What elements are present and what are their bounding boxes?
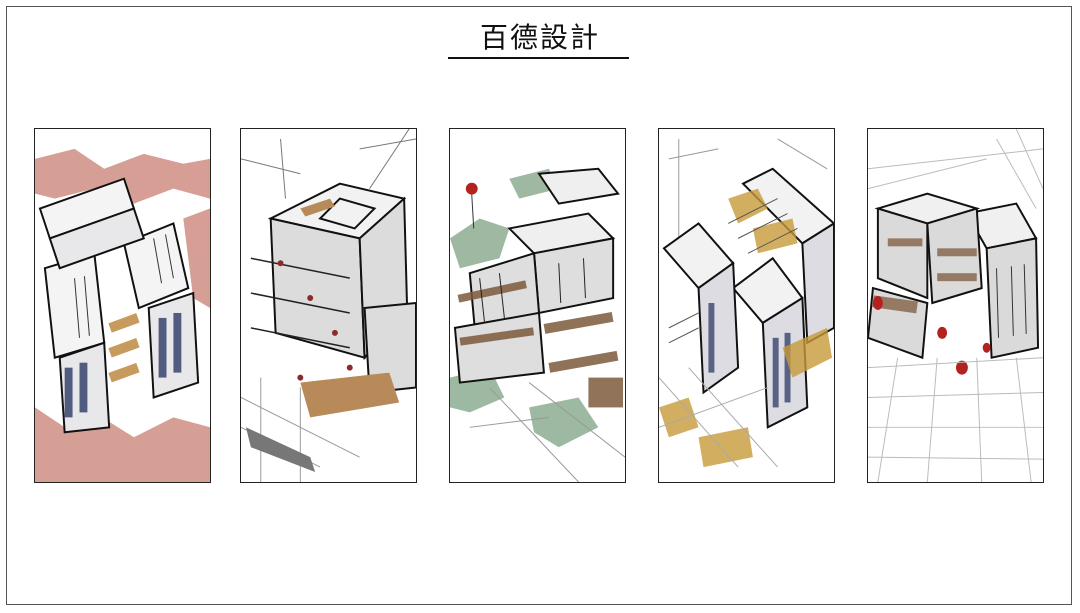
sketch-panel-5	[867, 128, 1044, 483]
building-sketch-icon	[659, 138, 834, 468]
title-underline	[448, 57, 629, 59]
sketch-panel-1	[34, 128, 211, 483]
building-sketch-icon	[450, 167, 625, 482]
page-frame	[6, 6, 1072, 605]
building-sketch-icon	[35, 148, 210, 482]
sketch-panel-4	[658, 128, 835, 483]
building-sketch-icon	[241, 129, 416, 482]
sketch-panel-2	[240, 128, 417, 483]
page-title: 百德設計	[479, 21, 600, 54]
building-sketch-icon	[868, 129, 1043, 482]
sketch-panel-3	[449, 128, 626, 483]
